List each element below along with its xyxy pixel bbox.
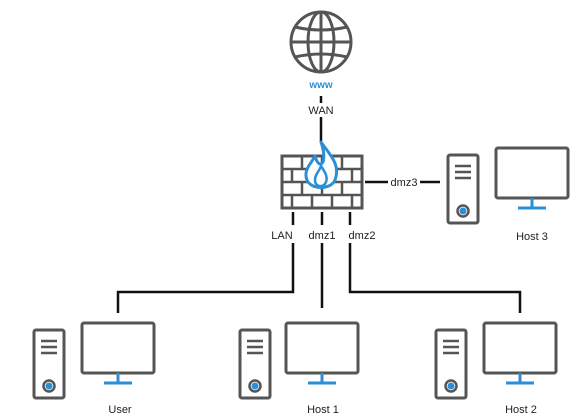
host3-computer-icon (446, 146, 570, 225)
wan-label: WAN (308, 105, 333, 117)
flame-icon (304, 140, 338, 189)
connection-lines (116, 96, 522, 313)
lan-link-lower (116, 243, 295, 313)
dmz1-label: dmz1 (309, 230, 336, 242)
dmz2-link-lower (348, 243, 522, 313)
dmz2-label: dmz2 (349, 230, 376, 242)
globe-icon (289, 10, 353, 74)
dmz3-label: dmz3 (391, 177, 418, 189)
host2-label: Host 2 (505, 404, 537, 416)
user-computer-icon (32, 321, 156, 400)
www-label: www (308, 80, 333, 91)
host1-computer-icon (238, 321, 360, 400)
lan-label: LAN (271, 230, 292, 242)
host3-label: Host 3 (516, 231, 548, 243)
host1-label: Host 1 (307, 404, 339, 416)
host2-computer-icon (434, 321, 558, 400)
user-label: User (108, 404, 132, 416)
